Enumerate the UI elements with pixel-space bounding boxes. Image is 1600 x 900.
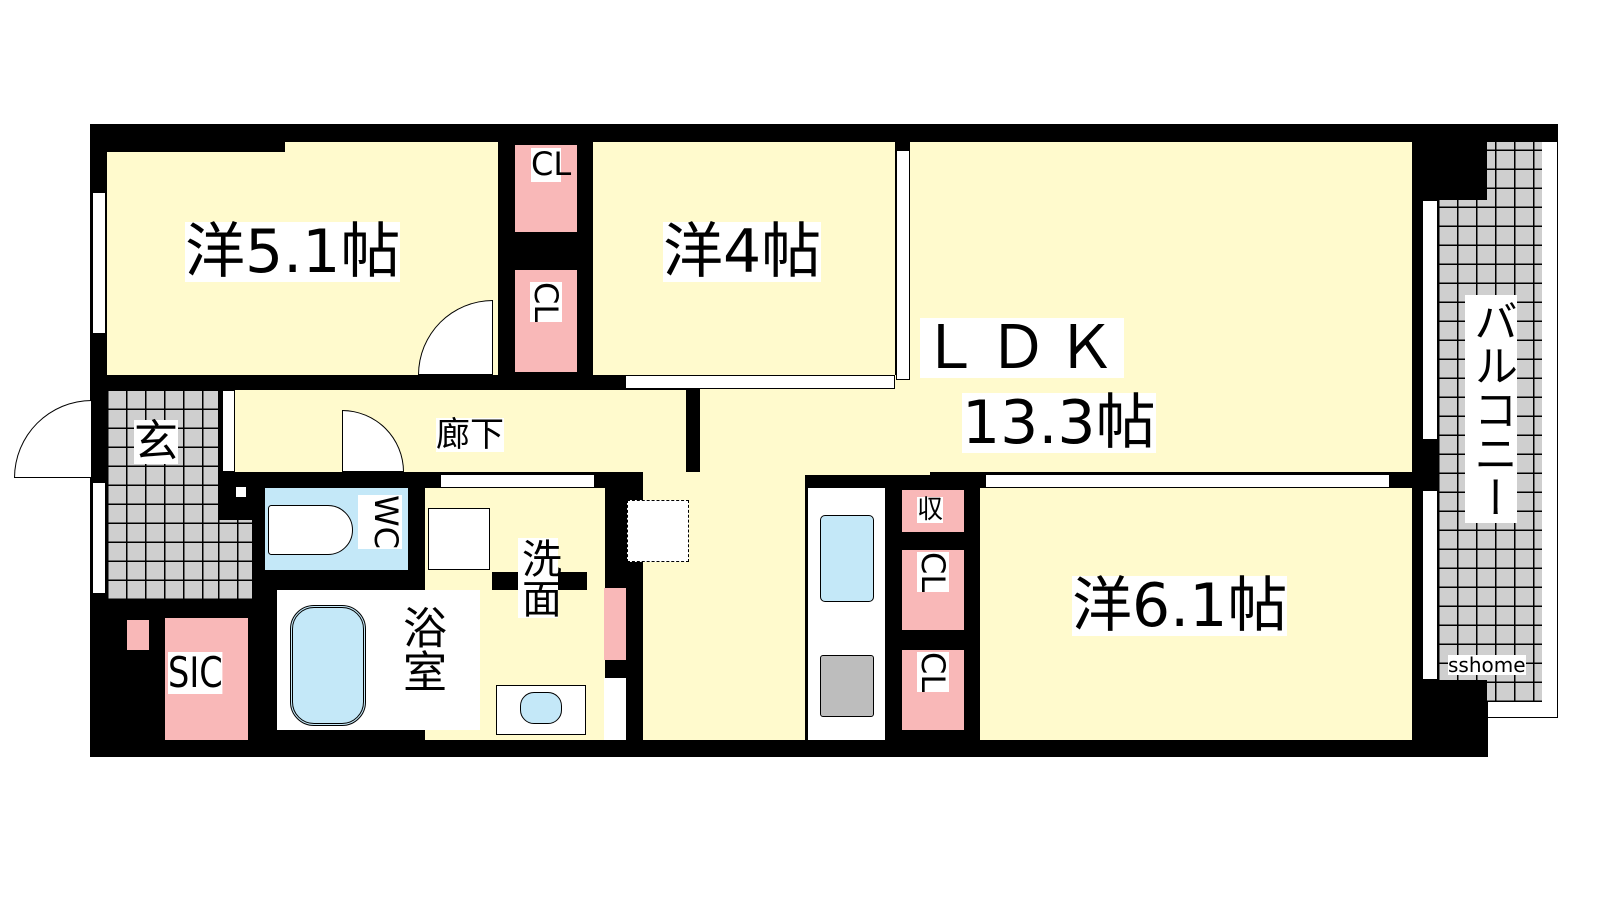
balcony-label: バルコニー — [1465, 295, 1517, 523]
closet-label: CL — [914, 552, 952, 593]
room-label-western-2: 洋4帖 — [663, 217, 822, 287]
room-ldk-part — [700, 375, 930, 475]
storage-wash — [604, 588, 626, 660]
room-label-ldk: ＬＤＫ — [920, 313, 1124, 383]
room-label-ldk-size: 13.3帖 — [962, 388, 1156, 458]
window — [1422, 200, 1438, 440]
wall — [1412, 680, 1487, 757]
room-label-western-3: 洋6.1帖 — [1072, 571, 1288, 641]
room-label-corridor: 廊下 — [436, 415, 504, 455]
entrance-part — [218, 520, 252, 600]
sink-icon — [520, 692, 562, 724]
closet-label: CL — [531, 145, 572, 183]
room-label-sic: SIC — [168, 648, 223, 697]
toilet-icon — [268, 505, 353, 555]
sliding-door[interactable] — [440, 474, 595, 488]
closet-label: CL — [914, 652, 952, 693]
room-label-bathroom: 浴室 — [395, 605, 446, 693]
wall — [1412, 142, 1487, 200]
room-label-storage: 収 — [917, 495, 944, 525]
wall — [1412, 124, 1558, 142]
entrance-door[interactable] — [14, 400, 92, 478]
room-label-washroom: 洗面 — [515, 538, 561, 618]
room-label-wc: WC — [358, 495, 405, 549]
window — [92, 192, 106, 334]
room-label-western-1: 洋5.1帖 — [185, 217, 401, 287]
sliding-door[interactable] — [985, 474, 1390, 488]
watermark: sshome — [1448, 653, 1526, 677]
window — [92, 482, 106, 594]
sliding-door[interactable] — [625, 375, 895, 389]
wall — [107, 142, 285, 152]
shaft — [604, 678, 626, 740]
ceiling-hatch-icon — [627, 500, 689, 562]
pillar-mark — [236, 487, 246, 497]
balcony-edge — [1488, 702, 1542, 717]
stove-icon — [820, 655, 874, 717]
washer-pan-icon — [428, 508, 490, 570]
window — [1422, 490, 1438, 680]
room-label-entrance: 玄 — [134, 416, 178, 467]
shoe-cabinet — [222, 390, 235, 472]
kitchen-sink-icon — [820, 515, 874, 602]
closet-label: CL — [527, 282, 565, 323]
bathtub-icon — [290, 605, 366, 726]
sic-part — [127, 620, 149, 650]
sliding-door[interactable] — [896, 150, 910, 380]
